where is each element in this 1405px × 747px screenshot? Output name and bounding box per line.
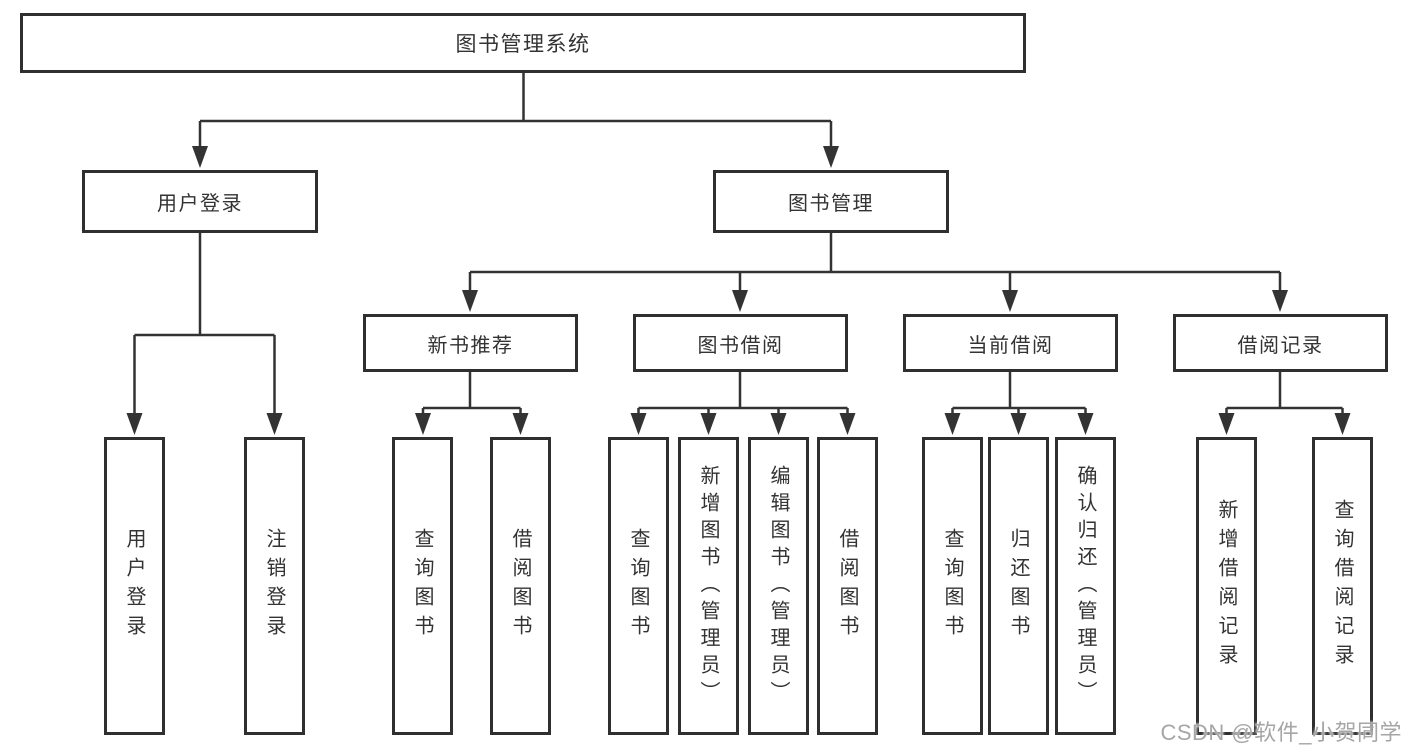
arrowheads-level2 — [192, 146, 839, 168]
node-borrowing-records: 借阅记录 — [1173, 314, 1388, 372]
leaf-add-books-admin: 新增图书（管理员） — [678, 437, 739, 735]
node-new-book-recommendation: 新书推荐 — [363, 314, 578, 372]
arrowheads-recommend-children — [415, 413, 529, 435]
arrowheads-records-children — [1218, 413, 1351, 435]
edge-root-to-level2 — [198, 73, 833, 150]
leaf-confirm-return-admin: 确认归还（管理员） — [1055, 437, 1116, 735]
leaf-query-books-current: 查询图书 — [922, 437, 983, 735]
leaf-edit-books-admin: 编辑图书（管理员） — [748, 437, 809, 735]
leaf-query-books-borrowing: 查询图书 — [608, 437, 669, 735]
leaf-borrow-books-borrowing: 借阅图书 — [817, 437, 878, 735]
leaf-query-borrow-record: 查询借阅记录 — [1312, 437, 1373, 735]
leaf-return-books: 归还图书 — [988, 437, 1049, 735]
node-book-borrowing: 图书借阅 — [633, 314, 848, 372]
node-current-borrowing: 当前借阅 — [903, 314, 1118, 372]
node-book-management: 图书管理 — [713, 170, 949, 233]
leaf-user-login: 用户登录 — [104, 437, 165, 735]
edge-current-borrow-children — [951, 372, 1087, 417]
node-user-login: 用户登录 — [82, 170, 318, 233]
leaf-borrow-books-recommend: 借阅图书 — [490, 437, 551, 735]
arrowheads-level3 — [462, 290, 1288, 312]
edge-book-management-children — [468, 233, 1282, 294]
node-library-system: 图书管理系统 — [20, 13, 1026, 73]
leaf-query-books-recommend: 查询图书 — [392, 437, 453, 735]
arrowheads-current-borrow-children — [944, 413, 1094, 435]
arrowheads-borrowing-children — [630, 413, 856, 435]
leaf-add-borrow-record: 新增借阅记录 — [1196, 437, 1257, 735]
edge-recommend-children — [421, 372, 522, 417]
leaf-logout: 注销登录 — [244, 437, 305, 735]
arrowheads-user-login-children — [126, 413, 283, 435]
edge-records-children — [1225, 372, 1344, 417]
edge-borrowing-children — [637, 372, 849, 417]
edge-user-login-children — [133, 233, 276, 417]
csdn-watermark: CSDN @软件_小贺同学 — [1160, 720, 1402, 745]
